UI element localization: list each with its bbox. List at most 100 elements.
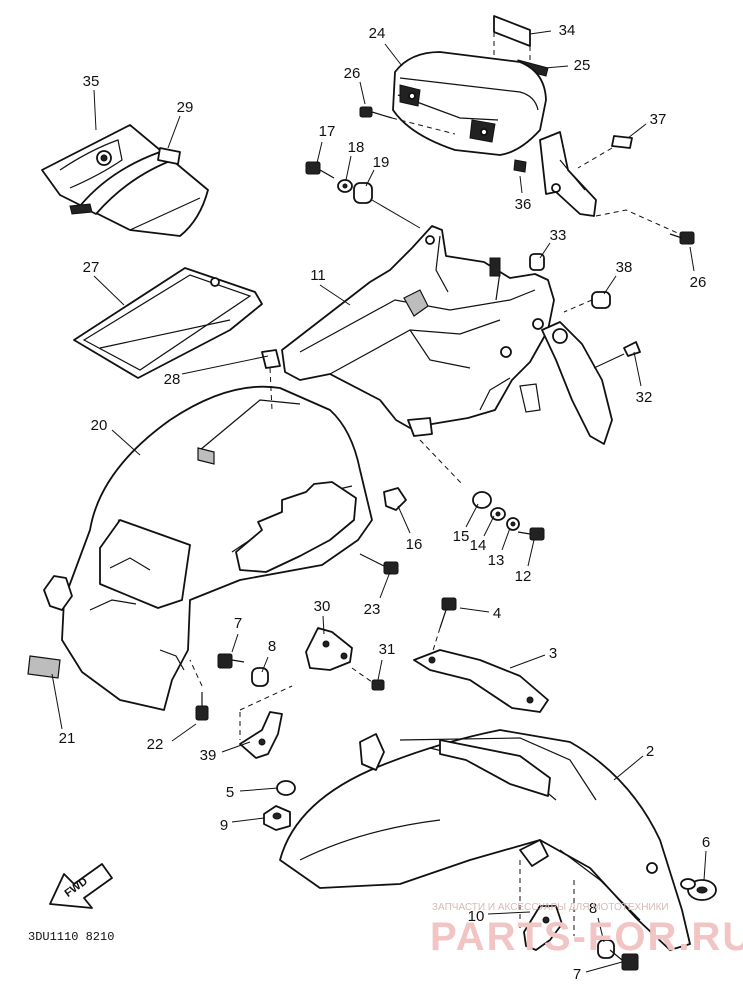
- leader-line-c6: [703, 850, 707, 881]
- leader-line-c11: [319, 284, 351, 306]
- callout-c18: 18: [348, 139, 365, 156]
- leader-line-c25: [544, 65, 569, 69]
- leader-line-c35: [93, 89, 97, 131]
- callout-c34: 34: [559, 22, 576, 39]
- callout-c13: 13: [488, 552, 505, 569]
- callout-c35: 35: [83, 73, 100, 90]
- leader-line-c38: [603, 275, 617, 295]
- leader-line-c18: [345, 155, 352, 181]
- leader-line-c27: [93, 275, 125, 306]
- leader-line-c4: [459, 607, 490, 613]
- callout-c26b: 26: [690, 274, 707, 291]
- part-38-grommet: [563, 291, 611, 313]
- callout-c20: 20: [91, 417, 108, 434]
- part-17-bolt: [305, 161, 335, 179]
- callout-c28: 28: [164, 371, 181, 388]
- part-16-grommet: [383, 487, 407, 511]
- part-19-collar: [353, 182, 421, 229]
- fwd-arrow-icon: FWD: [49, 863, 113, 909]
- leader-line-c14: [483, 515, 495, 537]
- leader-line-c17: [316, 141, 323, 164]
- rear-flap: [519, 321, 613, 445]
- leader-line-c19: [365, 169, 375, 187]
- part-18-washer: [337, 179, 353, 193]
- callout-c25: 25: [574, 57, 591, 74]
- leader-line-c5: [239, 787, 279, 792]
- part-33-grommet: [529, 253, 545, 271]
- part-8-collar-upper: [251, 667, 269, 687]
- callout-c37: 37: [650, 111, 667, 128]
- leader-line-c22: [171, 723, 197, 742]
- part-12-bolt: [419, 439, 545, 541]
- part-28-clip: [261, 349, 281, 411]
- callout-c10: 10: [468, 908, 485, 925]
- part-27-tray: [73, 267, 263, 379]
- leader-line-c13: [501, 527, 511, 551]
- callout-c19: 19: [373, 154, 390, 171]
- leader-lines: [51, 30, 707, 973]
- callout-c11: 11: [310, 267, 326, 284]
- part-7-bolt-upper: [217, 653, 245, 669]
- part-22-bolt: [189, 659, 209, 721]
- part-13-washer: [506, 517, 520, 531]
- leader-line-c33: [539, 242, 551, 259]
- part-31-screw: [351, 667, 385, 691]
- part-21-reflector: [27, 655, 61, 679]
- callout-c14: 14: [470, 537, 487, 554]
- diagram-code: 3DU1110 8210: [28, 930, 114, 944]
- callout-c8a: 8: [268, 638, 276, 655]
- leader-line-c21: [51, 673, 63, 730]
- leader-line-c32: [633, 351, 642, 387]
- callout-c9: 9: [220, 817, 228, 834]
- part-14-washer: [490, 507, 506, 521]
- leader-line-c23: [379, 571, 391, 599]
- leader-line-c15: [465, 503, 479, 528]
- part-32-cap: [593, 341, 641, 369]
- callout-c24: 24: [369, 25, 386, 42]
- part-36-nut: [513, 159, 527, 173]
- callout-c29: 29: [177, 99, 194, 116]
- leader-line-c39: [221, 741, 251, 753]
- callout-c32: 32: [636, 389, 653, 406]
- license-light-bracket: [539, 131, 683, 236]
- leader-line-c10: [487, 911, 531, 915]
- callout-c23: 23: [364, 601, 381, 618]
- leader-line-c12: [527, 539, 535, 567]
- callout-c38: 38: [616, 259, 633, 276]
- callout-c7b: 7: [573, 966, 581, 983]
- callout-c26a: 26: [344, 65, 361, 82]
- leader-line-c8b: [597, 917, 605, 943]
- leader-line-c20: [111, 429, 141, 456]
- leader-line-c28: [181, 355, 269, 375]
- part-39-bracket: [239, 685, 293, 759]
- part-10-bracket: [519, 860, 575, 951]
- leader-line-c8a: [261, 656, 269, 673]
- part-26-screw-upper: [359, 106, 456, 135]
- part-9-damper: [263, 805, 291, 831]
- part-23-bolt: [359, 553, 399, 575]
- leader-line-c36: [519, 175, 523, 194]
- callout-c22: 22: [147, 736, 164, 753]
- callout-c17: 17: [319, 123, 336, 140]
- callout-c3: 3: [549, 645, 557, 662]
- part-8-collar-lower: [597, 939, 615, 959]
- part-30-bracket: [305, 627, 353, 671]
- callout-c30: 30: [314, 598, 331, 615]
- callout-c4: 4: [493, 605, 501, 622]
- callout-c31: 31: [379, 641, 396, 658]
- part-15-collar: [472, 491, 492, 509]
- leader-line-c2: [613, 755, 644, 781]
- leader-line-c24: [384, 43, 403, 67]
- callout-c6: 6: [702, 834, 710, 851]
- callout-c15: 15: [453, 528, 470, 545]
- leader-line-c34: [529, 30, 552, 35]
- leader-line-c16: [397, 505, 411, 534]
- leader-line-c37: [627, 123, 647, 139]
- part-24-tail-light: [392, 51, 547, 156]
- callout-c8b: 8: [589, 900, 597, 917]
- leader-line-c7b: [585, 961, 623, 973]
- watermark: ЗАПЧАСТИ И АКСЕССУАРЫ ДЛЯ МОТОТЕХНИКИ PA…: [430, 902, 743, 959]
- callout-c5: 5: [226, 784, 234, 801]
